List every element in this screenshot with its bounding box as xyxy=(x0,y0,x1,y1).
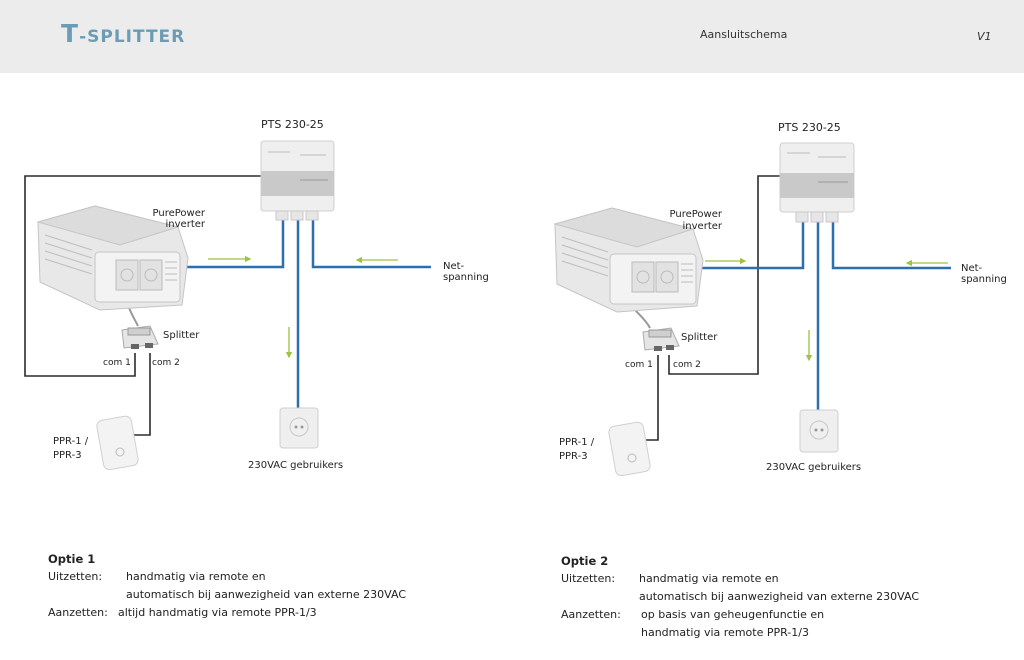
diagram-option-2 xyxy=(553,142,951,477)
off-line-1: handmatig via remote en xyxy=(639,572,779,585)
t-splitter-logo: T-SPLITTER xyxy=(61,19,185,48)
version-label: V1 xyxy=(977,30,992,43)
inverter-label-line2: inverter xyxy=(165,219,205,230)
remote-panel-device xyxy=(96,415,139,471)
power-cable-inverter-to-switch xyxy=(145,218,285,269)
off-label: Uitzetten: xyxy=(48,570,103,583)
transfer-switch-device xyxy=(779,142,855,223)
switch-label: PTS 230-25 xyxy=(778,121,841,134)
splitter-device xyxy=(642,327,680,351)
on-line-1: op basis van geheugenfunctie en xyxy=(641,608,825,621)
on-line-1: altijd handmatig via remote PPR-1/3 xyxy=(118,606,317,619)
remote-label-line2: PPR-3 xyxy=(559,451,588,462)
splitter-label: Splitter xyxy=(681,332,718,343)
logo-rest: -SPLITTER xyxy=(79,27,186,47)
transfer-switch-device xyxy=(260,140,335,221)
option-title: Optie 1 xyxy=(48,552,96,566)
off-line-2: automatisch bij aanwezigheid van externe… xyxy=(126,588,407,601)
remote-label-line2: PPR-3 xyxy=(53,450,82,461)
inverter-device xyxy=(36,205,189,311)
wall-socket-device xyxy=(279,407,319,449)
option-2-description: Optie 2 Uitzetten: handmatig via remote e… xyxy=(561,552,919,642)
logo-prefix: T xyxy=(61,19,80,48)
remote-panel-device xyxy=(608,421,651,477)
power-cable-grid-to-switch xyxy=(311,218,431,269)
power-cable-inverter-to-switch xyxy=(668,222,805,270)
option-title: Optie 2 xyxy=(561,554,609,568)
document-title: Aansluitschema xyxy=(700,28,788,41)
wall-socket-device xyxy=(799,409,839,453)
grid-label-line2: spanning xyxy=(961,274,1007,285)
power-cable-grid-to-switch xyxy=(831,222,951,270)
com2-label: com 2 xyxy=(152,358,180,368)
consumer-label: 230VAC gebruikers xyxy=(766,462,862,473)
wiring-diagrams xyxy=(24,140,951,477)
splitter-device xyxy=(121,325,159,349)
off-line-2: automatisch bij aanwezigheid van externe… xyxy=(639,590,920,603)
splitter-label: Splitter xyxy=(163,330,200,341)
diagram-option-1 xyxy=(24,140,431,471)
consumer-label: 230VAC gebruikers xyxy=(248,460,344,471)
inverter-device xyxy=(553,207,704,313)
option-1-description: Optie 1 Uitzetten: handmatig via remote e… xyxy=(48,550,406,622)
grid-label-line1: Net- xyxy=(961,263,983,274)
off-label: Uitzetten: xyxy=(561,572,616,585)
com2-label: com 2 xyxy=(673,360,701,370)
remote-label-line1: PPR-1 / xyxy=(559,437,595,448)
grid-label-line2: spanning xyxy=(443,272,489,283)
signal-cable-com2-to-switch xyxy=(668,175,780,375)
signal-cable-com1-to-switch xyxy=(24,175,262,377)
com1-label: com 1 xyxy=(625,360,653,370)
switch-label: PTS 230-25 xyxy=(261,118,324,131)
page-header: T-SPLITTER Aansluitschema V1 xyxy=(0,0,1024,73)
on-label: Aanzetten: xyxy=(561,608,621,621)
off-line-1: handmatig via remote en xyxy=(126,570,266,583)
remote-label-line1: PPR-1 / xyxy=(53,436,89,447)
on-line-2: handmatig via remote PPR-1/3 xyxy=(641,626,809,639)
inverter-label-line1: PurePower xyxy=(669,209,722,220)
inverter-label-line1: PurePower xyxy=(152,208,205,219)
com1-label: com 1 xyxy=(103,358,131,368)
grid-label-line1: Net- xyxy=(443,261,465,272)
on-label: Aanzetten: xyxy=(48,606,108,619)
inverter-label-line2: inverter xyxy=(682,221,722,232)
